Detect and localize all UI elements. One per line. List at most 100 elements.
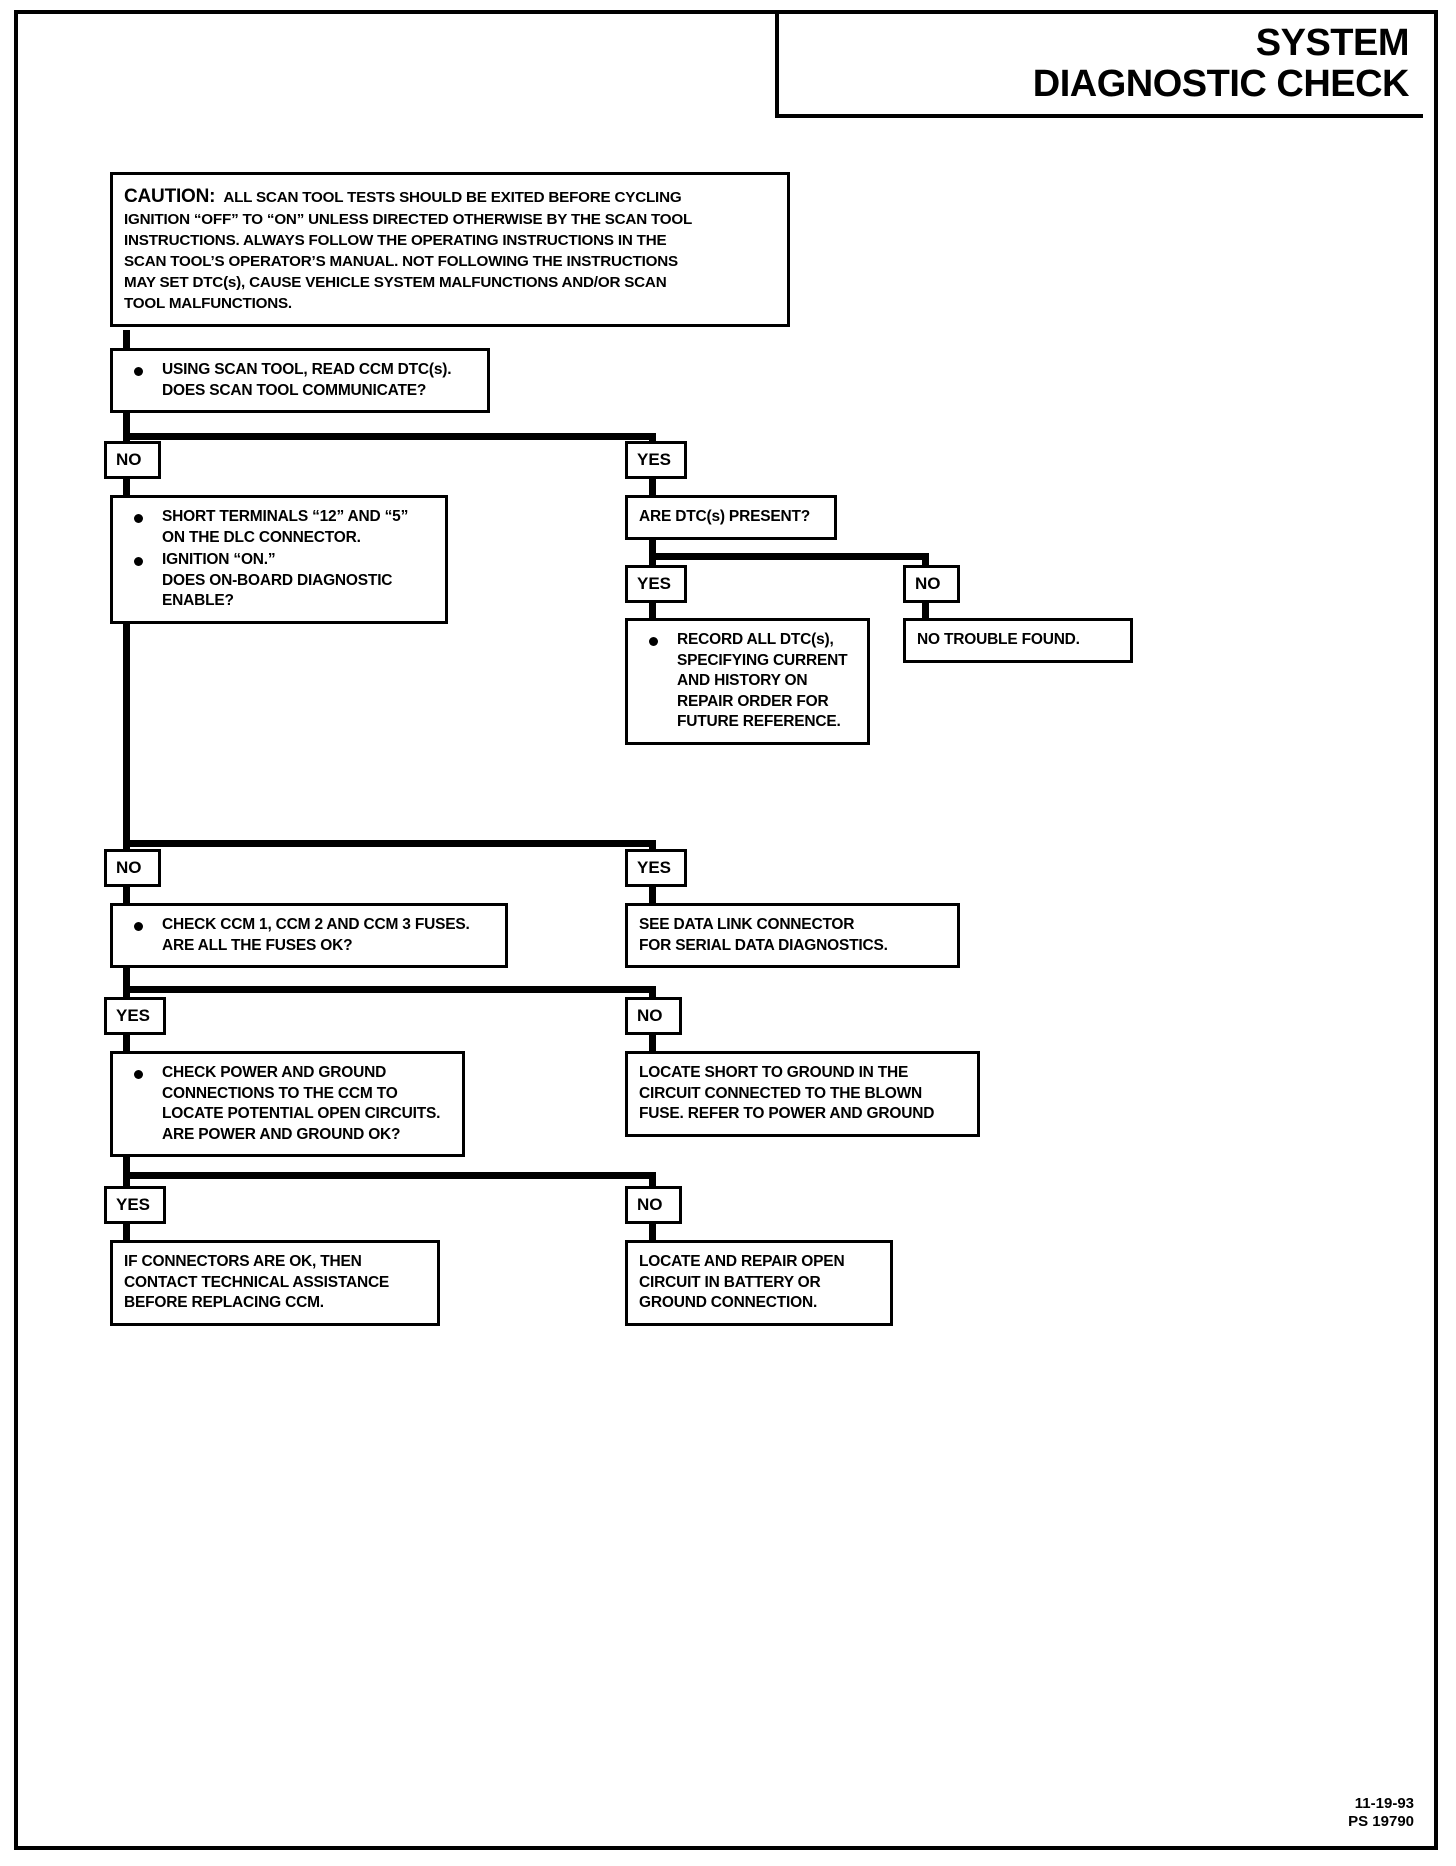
tag-no-check-fuses-label: NO	[637, 1006, 663, 1025]
connector-yes3-to-dlc	[649, 885, 656, 907]
tag-yes-check-fuses-label: YES	[116, 1006, 151, 1025]
tag-no-check-fuses: NO	[625, 997, 682, 1035]
caution-line-1: ALL SCAN TOOL TESTS SHOULD BE EXITED BEF…	[223, 189, 682, 206]
node-no-trouble-found: NO TROUBLE FOUND.	[903, 618, 1133, 663]
node-locate-short-to-ground: LOCATE SHORT TO GROUND IN THE CIRCUIT CO…	[625, 1051, 980, 1137]
tag-no-check-power-ground: NO	[625, 1186, 682, 1224]
caution-line-2: IGNITION “OFF” TO “ON” UNLESS DIRECTED O…	[124, 211, 693, 229]
page-border	[14, 10, 1438, 1850]
connector-no1-to-short	[123, 477, 130, 499]
caution-line-3: INSTRUCTIONS. ALWAYS FOLLOW THE OPERATIN…	[124, 232, 667, 250]
title-block: SYSTEM DIAGNOSTIC CHECK	[775, 14, 1423, 118]
node-record-dtcs: RECORD ALL DTC(s), SPECIFYING CURRENT AN…	[625, 618, 870, 746]
check-power-ground-line-2: CONNECTIONS TO THE CCM TO	[162, 1084, 398, 1102]
connector-short-split	[123, 840, 656, 847]
footer: 11-19-93 PS 19790	[1348, 1795, 1414, 1833]
tag-yes-dtcs-present: YES	[625, 565, 687, 603]
connector-power-down	[123, 1145, 130, 1183]
check-fuses-line-1: CHECK CCM 1, CCM 2 AND CCM 3 FUSES.	[162, 916, 470, 933]
caution-line-5: MAY SET DTC(s), CAUSE VEHICLE SYSTEM MAL…	[124, 274, 667, 292]
record-dtcs-line-3: AND HISTORY ON	[677, 672, 808, 690]
node-dtcs-present: ARE DTC(s) PRESENT?	[625, 495, 837, 540]
connector-yes1-to-dtcs	[649, 477, 656, 499]
node-contact-technical-assistance: IF CONNECTORS ARE OK, THEN CONTACT TECHN…	[110, 1240, 440, 1326]
locate-short-line-1: LOCATE SHORT TO GROUND IN THE	[639, 1064, 909, 1081]
tag-no-short-terminals: NO	[104, 849, 161, 887]
short-terminals-line-2: ON THE DLC CONNECTOR.	[162, 528, 361, 546]
connector-caution-to-scan	[123, 330, 130, 352]
record-dtcs-line-1: RECORD ALL DTC(s),	[677, 631, 834, 648]
see-dlc-line-1: SEE DATA LINK CONNECTOR	[639, 916, 855, 933]
contact-tech-line-1: IF CONNECTORS ARE OK, THEN	[124, 1253, 362, 1270]
tag-yes-scan-communicate-label: YES	[637, 450, 672, 469]
tag-no-check-power-ground-label: NO	[637, 1195, 663, 1214]
locate-short-line-2: CIRCUIT CONNECTED TO THE BLOWN	[639, 1084, 923, 1102]
connector-scan-down	[123, 404, 130, 440]
connector-no5-to-repair	[649, 1222, 656, 1244]
connector-no2-to-notrouble	[922, 601, 929, 621]
caution-heading: CAUTION:	[124, 186, 216, 207]
connector-fuses-down	[123, 955, 130, 993]
connector-no4-to-short-ground	[649, 1033, 656, 1055]
locate-short-line-3: FUSE. REFER TO POWER AND GROUND	[639, 1105, 935, 1123]
connector-dtcs-down	[649, 530, 656, 560]
footer-date: 11-19-93	[1354, 1794, 1414, 1812]
tag-yes-check-power-ground: YES	[104, 1186, 166, 1224]
page-title-line-2: DIAGNOSTIC CHECK	[1032, 63, 1410, 105]
connector-scan-split	[123, 433, 656, 440]
contact-tech-line-3: BEFORE REPLACING CCM.	[124, 1294, 324, 1312]
connector-power-no-down	[649, 1172, 656, 1192]
tag-yes-check-power-ground-label: YES	[116, 1195, 151, 1214]
connector-power-split	[123, 1172, 656, 1179]
tag-yes-short-terminals: YES	[625, 849, 687, 887]
connector-yes5-to-contact	[123, 1222, 130, 1244]
scan-communicate-line-1: USING SCAN TOOL, READ CCM DTC(s).	[162, 361, 452, 378]
tag-no-short-terminals-label: NO	[116, 858, 142, 877]
connector-no3-to-fuses	[123, 885, 130, 907]
connector-fuses-split	[123, 986, 656, 993]
footer-code: PS 19790	[1348, 1813, 1414, 1831]
connector-fuses-no-down	[649, 986, 656, 1006]
tag-yes-dtcs-present-label: YES	[637, 574, 672, 593]
short-terminals-line-5: ENABLE?	[162, 592, 234, 610]
caution-line-4: SCAN TOOL’S OPERATOR’S MANUAL. NOT FOLLO…	[124, 253, 678, 271]
connector-yes2-to-record	[649, 601, 656, 621]
node-scan-communicate: USING SCAN TOOL, READ CCM DTC(s). DOES S…	[110, 348, 490, 414]
connector-dtcs-split	[649, 553, 929, 560]
scan-communicate-line-2: DOES SCAN TOOL COMMUNICATE?	[162, 381, 427, 399]
connector-dtcs-yes-down	[649, 553, 656, 571]
connector-short-down	[123, 623, 130, 843]
short-terminals-line-4: DOES ON-BOARD DIAGNOSTIC	[162, 571, 393, 589]
record-dtcs-line-2: SPECIFYING CURRENT	[677, 651, 848, 669]
node-see-data-link-connector: SEE DATA LINK CONNECTOR FOR SERIAL DATA …	[625, 903, 960, 969]
tag-no-dtcs-present-label: NO	[915, 574, 941, 593]
tag-no-dtcs-present: NO	[903, 565, 960, 603]
no-trouble-found-line-1: NO TROUBLE FOUND.	[917, 631, 1080, 648]
tag-yes-scan-communicate: YES	[625, 441, 687, 479]
check-power-ground-line-1: CHECK POWER AND GROUND	[162, 1064, 387, 1081]
short-terminals-line-1: SHORT TERMINALS “12” AND “5”	[162, 508, 409, 525]
record-dtcs-line-5: FUTURE REFERENCE.	[677, 713, 841, 731]
caution-box: CAUTION: ALL SCAN TOOL TESTS SHOULD BE E…	[110, 172, 790, 328]
contact-tech-line-2: CONTACT TECHNICAL ASSISTANCE	[124, 1273, 390, 1291]
node-locate-repair-open-circuit: LOCATE AND REPAIR OPEN CIRCUIT IN BATTER…	[625, 1240, 893, 1326]
check-fuses-line-2: ARE ALL THE FUSES OK?	[162, 936, 353, 954]
node-check-fuses: CHECK CCM 1, CCM 2 AND CCM 3 FUSES. ARE …	[110, 903, 508, 969]
tag-yes-check-fuses: YES	[104, 997, 166, 1035]
locate-repair-open-line-2: CIRCUIT IN BATTERY OR	[639, 1273, 821, 1291]
caution-line-6: TOOL MALFUNCTIONS.	[124, 295, 292, 313]
page-title-line-1: SYSTEM	[1255, 21, 1410, 64]
node-check-power-ground: CHECK POWER AND GROUND CONNECTIONS TO TH…	[110, 1051, 465, 1158]
record-dtcs-line-4: REPAIR ORDER FOR	[677, 692, 829, 710]
connector-power-yes-down	[123, 1172, 130, 1192]
connector-dtcs-no-down	[922, 553, 929, 571]
tag-yes-short-terminals-label: YES	[637, 858, 672, 877]
connector-yes4-to-power	[123, 1033, 130, 1055]
locate-repair-open-line-3: GROUND CONNECTION.	[639, 1294, 818, 1312]
dtcs-present-line-1: ARE DTC(s) PRESENT?	[639, 508, 811, 525]
check-power-ground-line-3: LOCATE POTENTIAL OPEN CIRCUITS.	[162, 1105, 441, 1123]
tag-no-scan-communicate: NO	[104, 441, 161, 479]
node-short-terminals: SHORT TERMINALS “12” AND “5” ON THE DLC …	[110, 495, 448, 625]
see-dlc-line-2: FOR SERIAL DATA DIAGNOSTICS.	[639, 936, 888, 954]
